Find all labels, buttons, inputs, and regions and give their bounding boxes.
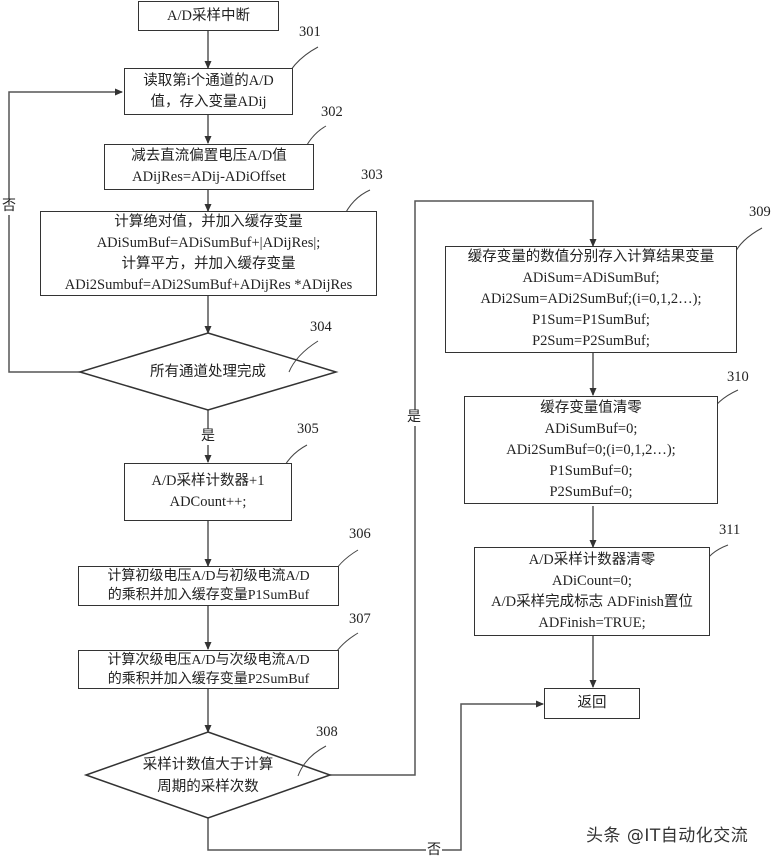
edge-label-308-no: 否 — [426, 843, 442, 859]
process-310-line-1: 缓存变量值清零 — [540, 399, 642, 416]
ref-310: 310 — [727, 369, 749, 385]
process-310-line-3: ADi2SumBuf=0;(i=0,1,2…); — [506, 441, 676, 458]
process-301-line-2: 值，存入变量ADij — [150, 93, 267, 110]
edge-308-no — [207, 700, 544, 851]
ref-305: 305 — [297, 421, 319, 437]
ref-306: 306 — [349, 526, 371, 542]
process-310-line-4: P1SumBuf=0; — [549, 462, 633, 479]
process-309-line-3: ADi2Sum=ADi2SumBuf;(i=0,1,2…); — [480, 291, 702, 307]
process-307-line-2: 的乘积并加入缓存变量P2SumBuf — [107, 671, 310, 687]
process-302-line-2: ADijRes=ADij-ADiOffset — [132, 169, 286, 185]
decision-308-shape — [83, 731, 333, 819]
decision-304-text: 所有通道处理完成 — [110, 360, 306, 384]
process-303: 计算绝对值，并加入缓存变量 ADiSumBuf=ADiSumBuf+|ADijR… — [40, 211, 377, 296]
edge-308-yes — [330, 200, 597, 776]
process-309-line-4: P1Sum=P1SumBuf; — [532, 312, 650, 328]
leader-304 — [288, 340, 319, 373]
process-311-line-2: ADiCount=0; — [552, 572, 632, 589]
process-305: A/D采样计数器+1 ADCount++; — [124, 463, 292, 521]
process-305-line-1: A/D采样计数器+1 — [151, 473, 265, 489]
process-302: 减去直流偏置电压A/D值 ADijRes=ADij-ADiOffset — [104, 144, 314, 190]
process-303-line-4: ADi2Sumbuf=ADi2SumBuf+ADijRes *ADijRes — [64, 276, 353, 293]
start-node: A/D采样中断 — [138, 1, 279, 31]
process-303-line-1: 计算绝对值，并加入缓存变量 — [114, 213, 303, 230]
decision-304-line-1: 所有通道处理完成 — [150, 364, 266, 380]
start-label: A/D采样中断 — [167, 7, 250, 24]
ref-311: 311 — [719, 522, 741, 538]
process-309-line-2: ADiSum=ADiSumBuf; — [522, 270, 660, 286]
end-node: 返回 — [544, 688, 640, 719]
process-311-line-1: A/D采样计数器清零 — [528, 551, 656, 568]
process-311-line-3: A/D采样完成标志 ADFinish置位 — [491, 593, 693, 610]
decision-308-text: 采样计数值大于计算 周期的采样次数 — [120, 754, 296, 798]
process-301: 读取第i个通道的A/D 值，存入变量ADij — [124, 68, 293, 115]
edge-label-308-yes: 是 — [406, 410, 422, 426]
ref-307: 307 — [349, 611, 371, 627]
ref-301: 301 — [299, 24, 321, 40]
process-310: 缓存变量值清零 ADiSumBuf=0; ADi2SumBuf=0;(i=0,1… — [464, 396, 718, 504]
process-309-line-1: 缓存变量的数值分别存入计算结果变量 — [467, 249, 715, 265]
decision-308-line-2: 周期的采样次数 — [157, 779, 259, 795]
process-306: 计算初级电压A/D与初级电流A/D 的乘积并加入缓存变量P1SumBuf — [78, 566, 339, 606]
process-309-line-5: P2Sum=P2SumBuf; — [532, 333, 650, 349]
process-303-line-2: ADiSumBuf=ADiSumBuf+|ADijRes|; — [96, 234, 321, 251]
process-311-line-4: ADFinish=TRUE; — [538, 614, 646, 631]
process-306-line-2: 的乘积并加入缓存变量P1SumBuf — [107, 588, 310, 603]
process-310-line-2: ADiSumBuf=0; — [544, 420, 638, 437]
decision-308-line-1: 采样计数值大于计算 — [142, 757, 274, 773]
process-309: 缓存变量的数值分别存入计算结果变量 ADiSum=ADiSumBuf; ADi2… — [445, 246, 737, 353]
leader-308 — [297, 745, 327, 777]
edge-label-304-no: 否 — [1, 199, 17, 215]
process-306-line-1: 计算初级电压A/D与初级电流A/D — [107, 569, 310, 584]
ref-302: 302 — [321, 104, 343, 120]
process-307-line-1: 计算次级电压A/D与次级电流A/D — [107, 652, 310, 668]
watermark: 头条 @IT自动化交流 — [586, 826, 749, 846]
process-307: 计算次级电压A/D与次级电流A/D 的乘积并加入缓存变量P2SumBuf — [78, 650, 339, 689]
process-301-line-1: 读取第i个通道的A/D — [143, 72, 274, 89]
leader-309 — [733, 227, 763, 256]
edge-304-no-loop — [8, 88, 123, 373]
ref-308: 308 — [316, 724, 338, 740]
ref-303: 303 — [361, 167, 383, 183]
process-303-line-3: 计算平方，并加入缓存变量 — [121, 255, 296, 272]
process-311: A/D采样计数器清零 ADiCount=0; A/D采样完成标志 ADFinis… — [474, 547, 710, 636]
edge-label-304-yes: 是 — [200, 429, 216, 445]
decision-304-shape — [77, 332, 339, 411]
ref-304: 304 — [310, 319, 332, 335]
end-label: 返回 — [577, 695, 607, 711]
process-310-line-5: P2SumBuf=0; — [549, 483, 633, 500]
ref-309: 309 — [749, 204, 771, 220]
process-302-line-1: 减去直流偏置电压A/D值 — [131, 148, 287, 164]
process-305-line-2: ADCount++; — [169, 494, 247, 510]
